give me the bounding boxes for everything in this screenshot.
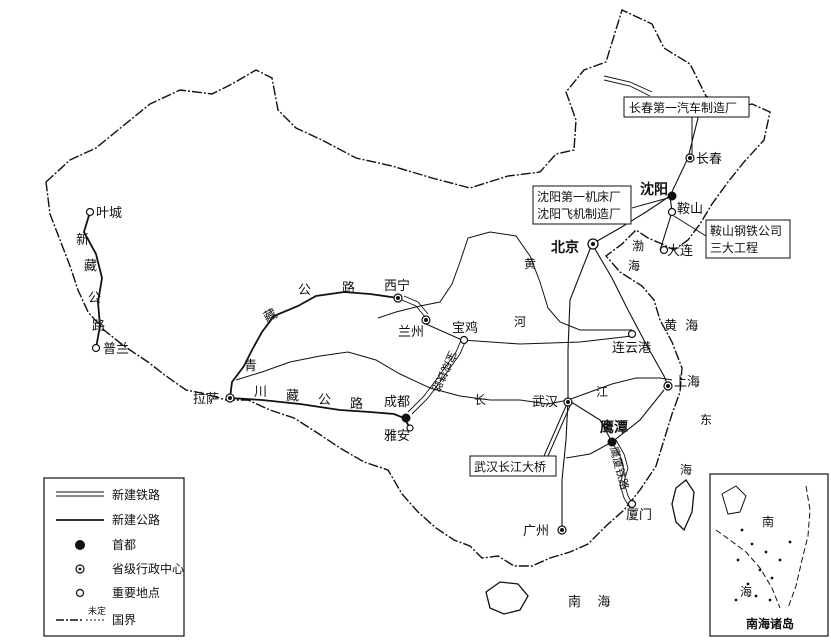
road-xinzang-2: 藏 [84, 259, 97, 274]
wuhan-bridge-text: 武汉长江大桥 [474, 460, 546, 474]
legend-capital-text: 首都 [112, 538, 136, 552]
legend: 新建铁路 新建公路 首都 省级行政中心 重要地点 未定 国界 [43, 477, 185, 637]
national-border [45, 9, 771, 567]
label-donghai-1: 东 [700, 413, 712, 427]
railways [425, 109, 701, 530]
label-huanghe-1: 黄 [524, 257, 536, 271]
legend-important-place: 重要地点 [75, 586, 160, 600]
railway-baocheng-label: 宝成铁路 [429, 349, 460, 395]
shenyang-factory-box: 沈阳第一机床厂 沈阳飞机制造厂 [532, 185, 669, 225]
anshan-steel-text-1: 鞍山钢铁公司 [710, 223, 782, 238]
inset-title: 南海诸岛 [746, 616, 794, 631]
label-lanzhou: 兰州 [398, 325, 424, 340]
south-china-sea-inset: 南 海 南海诸岛 [709, 473, 829, 637]
label-yingtan: 鹰潭 [600, 419, 628, 436]
label-bohai-2: 海 [628, 258, 640, 273]
label-bohai-1: 渤 [632, 239, 644, 253]
changchun-factory-text: 长春第一汽车制造厂 [629, 100, 737, 115]
road-qingzang-2: 藏 [261, 306, 280, 325]
label-pulan: 普兰 [103, 342, 129, 357]
label-guangzhou: 广州 [523, 524, 549, 539]
shenyang-factory-text-1: 沈阳第一机床厂 [537, 189, 621, 204]
label-shanghai: 上海 [674, 375, 700, 390]
legend-new-railway-text: 新建铁路 [112, 487, 160, 502]
wuhan-bridge-box: 武汉长江大桥 [469, 405, 571, 477]
label-changjiang-2: 江 [596, 385, 608, 399]
road-chuanzang-1: 川 [254, 385, 267, 400]
anshan-steel-box: 鞍山钢铁公司 三大工程 [673, 215, 791, 259]
road-xinzang-1: 新 [76, 232, 89, 248]
shenyang-factory-text-2: 沈阳飞机制造厂 [537, 206, 621, 221]
legend-provincial-center: 省级行政中心 [75, 561, 184, 576]
label-xining: 西宁 [384, 278, 410, 294]
inset-label-hai: 海 [740, 584, 752, 599]
label-lasa: 拉萨 [193, 392, 219, 407]
label-chengdu: 成都 [384, 395, 410, 410]
road-qingzang-4: 路 [342, 280, 355, 296]
label-wuhan: 武汉 [532, 395, 558, 410]
filled-city-dots [401, 191, 677, 447]
yellow-river [377, 231, 632, 331]
label-yaan: 雅安 [384, 429, 410, 444]
label-donghai-2: 海 [680, 462, 692, 477]
label-lianyungang: 连云港 [612, 340, 651, 356]
label-huanghe-2: 河 [514, 315, 526, 329]
new-roads [83, 211, 411, 429]
road-xinzang-4: 路 [92, 318, 105, 334]
label-huanghai: 黄 海 [664, 319, 698, 334]
label-yecheng: 叶城 [96, 206, 122, 221]
legend-border-text: 国界 [112, 613, 136, 627]
road-xinzang-3: 公 [88, 291, 101, 306]
yangtze-river [235, 351, 673, 405]
label-xiamen: 厦门 [626, 508, 652, 523]
road-chuanzang-2: 藏 [286, 389, 299, 404]
label-dalian: 大连 [667, 243, 693, 259]
legend-new-road: 新建公路 [56, 512, 160, 527]
road-qingzang-1: 青 [244, 359, 257, 374]
inset-label-nan: 南 [762, 514, 774, 529]
road-qingzang-3: 公 [298, 283, 311, 298]
label-changchun: 长春 [696, 152, 722, 167]
label-changjiang-1: 长 [474, 393, 486, 407]
legend-provincial-center-text: 省级行政中心 [112, 561, 184, 576]
road-chuanzang-4: 路 [350, 396, 363, 412]
legend-border: 未定 国界 [56, 605, 136, 627]
label-baoji: 宝鸡 [452, 320, 478, 336]
anshan-steel-text-2: 三大工程 [710, 240, 758, 255]
provincial-centers [225, 153, 695, 535]
legend-important-place-text: 重要地点 [112, 586, 160, 600]
label-anshan: 鞍山 [677, 201, 703, 217]
beijing-marker [587, 238, 599, 250]
changchun-factory-box: 长春第一汽车制造厂 [623, 96, 750, 154]
label-shenyang: 沈阳 [640, 181, 668, 198]
label-nanhai: 南 海 [568, 594, 611, 610]
legend-capital: 首都 [75, 538, 136, 552]
label-beijing: 北京 [551, 239, 579, 256]
important-places [85, 207, 677, 509]
legend-new-railway: 新建铁路 [56, 487, 160, 502]
new-railways [401, 75, 653, 509]
legend-border-undetermined-text: 未定 [88, 605, 106, 617]
hainan-island [485, 581, 529, 615]
taiwan-island [671, 479, 695, 532]
legend-new-road-text: 新建公路 [112, 512, 160, 527]
road-chuanzang-3: 公 [318, 393, 331, 408]
